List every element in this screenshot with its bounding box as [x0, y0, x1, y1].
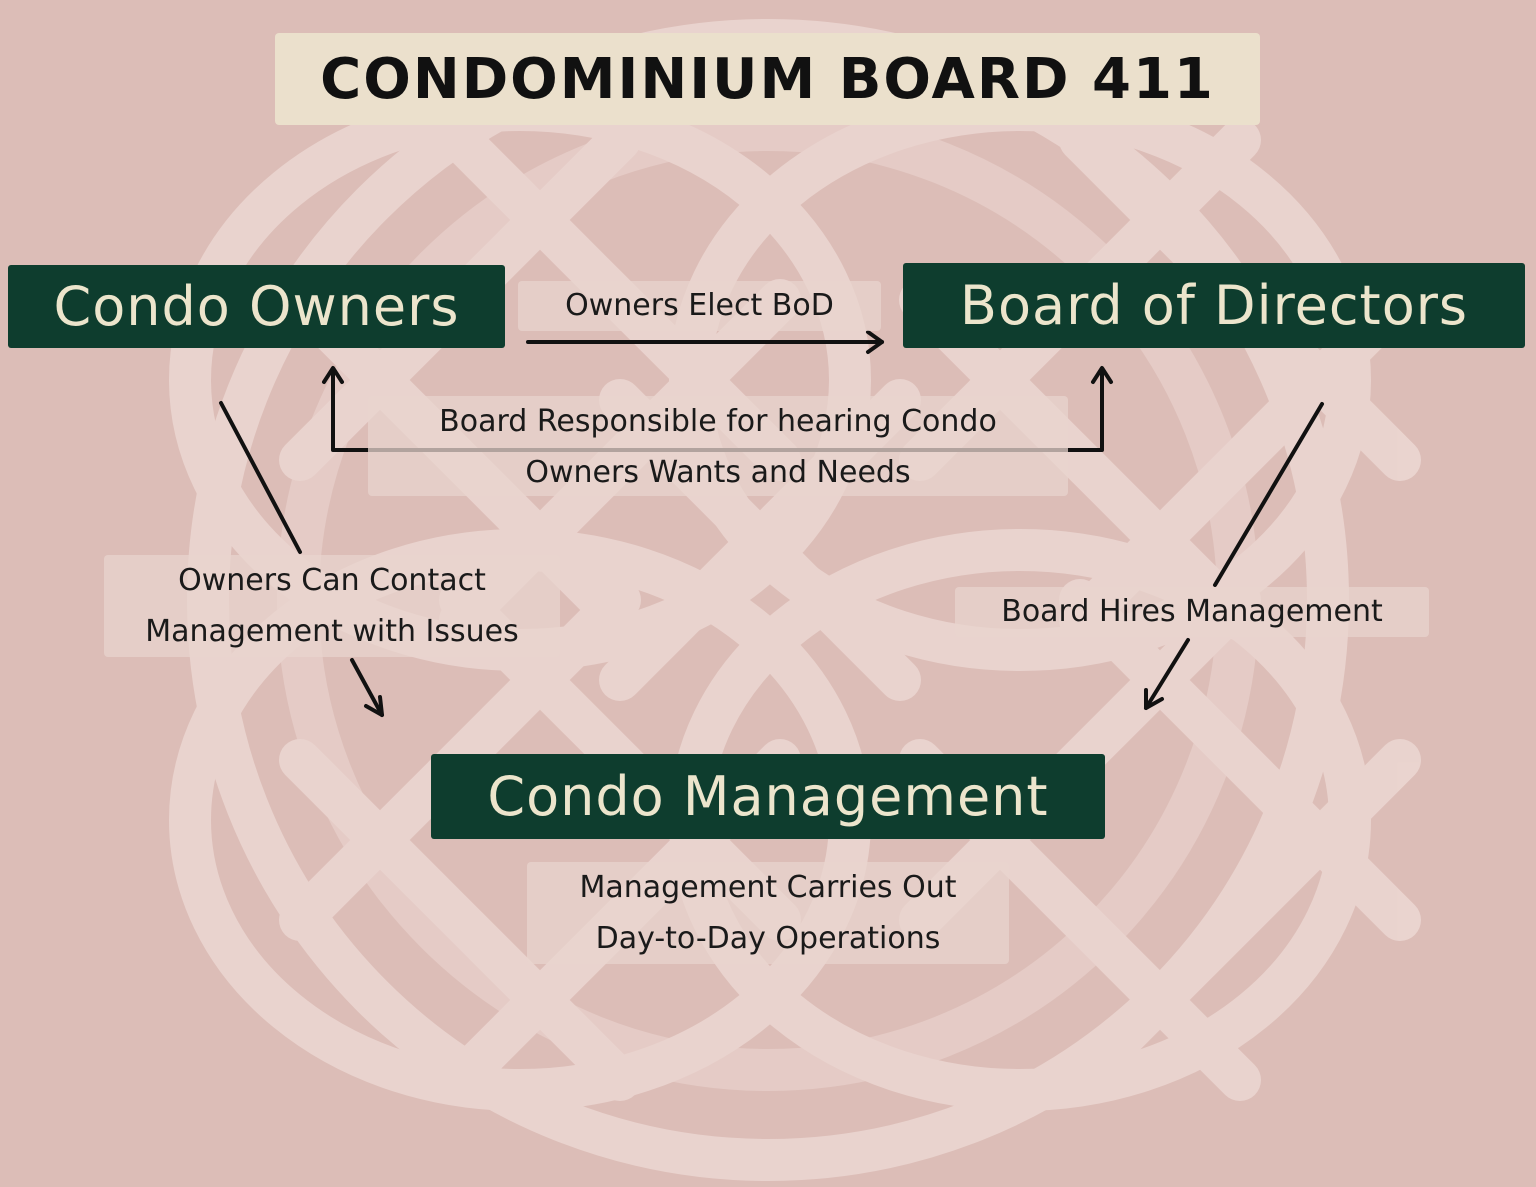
label-management-carries-out: Management Carries Out Day-to-Day Operat…	[527, 862, 1009, 964]
node-board-of-directors: Board of Directors	[903, 263, 1525, 348]
node-condo-owners-label: Condo Owners	[53, 275, 460, 338]
label-management-carries-out-line-1: Management Carries Out	[579, 870, 957, 905]
arrow-up-owners-head	[322, 366, 344, 384]
title-banner: CONDOMINIUM BOARD 411	[275, 33, 1260, 125]
label-owners-can-contact-line-1: Owners Can Contact	[178, 563, 486, 598]
node-condo-management: Condo Management	[431, 754, 1105, 839]
label-owners-elect-bod: Owners Elect BoD	[518, 281, 881, 331]
node-board-of-directors-label: Board of Directors	[959, 274, 1469, 337]
arrow-owners-to-management-head	[364, 695, 384, 717]
arrow-up-board-head	[1091, 366, 1113, 384]
arrow-owners-to-management	[219, 401, 384, 717]
label-board-hires-management: Board Hires Management	[955, 587, 1429, 637]
label-board-responsible-line-1: Board Responsible for hearing Condo	[439, 404, 997, 439]
label-management-carries-out-line-2: Day-to-Day Operations	[595, 921, 941, 956]
label-owners-can-contact: Owners Can Contact Management with Issue…	[104, 555, 560, 657]
node-condo-owners: Condo Owners	[8, 265, 505, 348]
arrow-board-to-management	[1144, 402, 1324, 710]
label-board-responsible: Board Responsible for hearing Condo Owne…	[368, 396, 1068, 496]
page-title: CONDOMINIUM BOARD 411	[320, 46, 1215, 112]
arrow-board-to-management-head	[1144, 688, 1164, 710]
label-owners-can-contact-line-2: Management with Issues	[145, 614, 519, 649]
label-board-responsible-line-2: Owners Wants and Needs	[525, 455, 911, 490]
node-condo-management-label: Condo Management	[487, 765, 1049, 828]
arrow-owners-to-board-head	[866, 330, 884, 354]
